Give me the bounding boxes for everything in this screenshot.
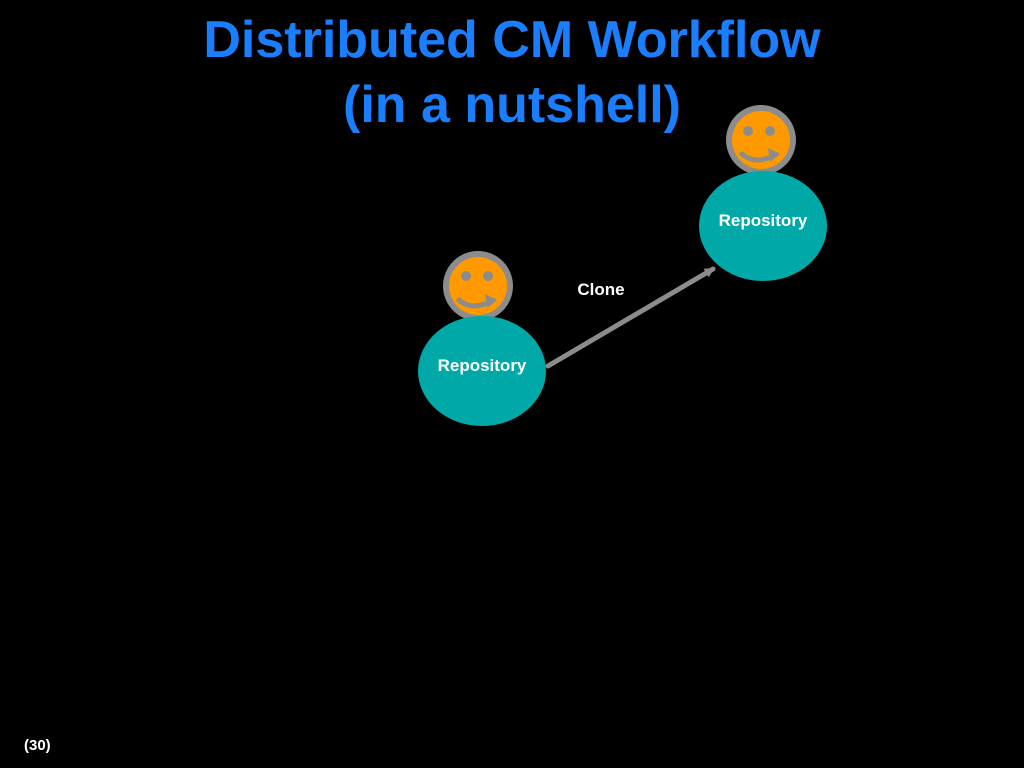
user-face-local-icon: [443, 251, 513, 321]
repository-remote-label: Repository: [719, 211, 808, 230]
slide-title-line-1: Distributed CM Workflow: [203, 11, 821, 69]
repository-node-remote[interactable]: Repository: [699, 171, 827, 281]
user-face-remote-icon: [726, 105, 796, 175]
repository-node-local[interactable]: Repository: [418, 316, 546, 426]
slide-number: (30): [24, 737, 51, 754]
clone-edge-label: Clone: [577, 280, 624, 299]
clone-arrow: [545, 266, 716, 369]
slide-title-line-2: (in a nutshell): [343, 76, 681, 134]
repository-local-label: Repository: [438, 356, 527, 375]
